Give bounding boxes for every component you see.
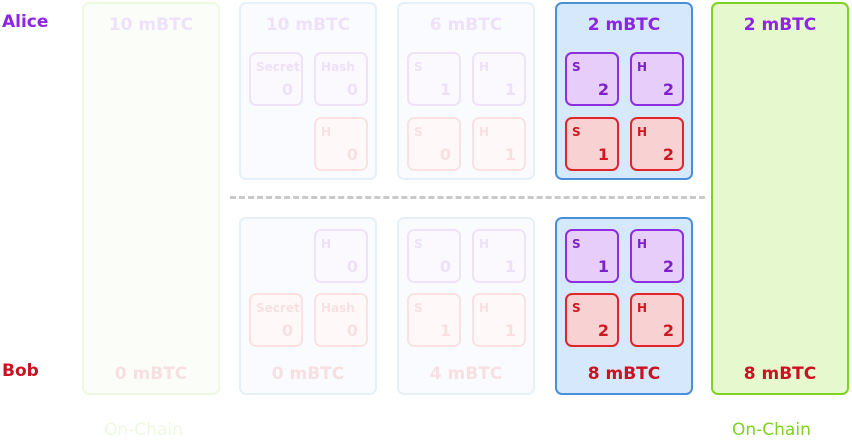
state-1-bob-panel: H 0 Secret 0 Hash 0 0 mBTC: [239, 217, 377, 395]
card-label: S: [414, 60, 423, 74]
state-1-alice-card-2: Hash 0: [314, 52, 368, 106]
state-2-bob-amount: 4 mBTC: [429, 364, 503, 384]
card-label: S: [414, 301, 423, 315]
state-2-alice-card-4: H 1: [472, 117, 526, 171]
card-label: H: [321, 237, 332, 251]
card-label: H: [637, 301, 648, 315]
card-value: 0: [281, 321, 293, 340]
onchain-left-caption: On-Chain: [104, 420, 183, 440]
onchain-left-bob-amount: 0 mBTC: [114, 364, 188, 384]
card-label: Hash: [321, 301, 355, 315]
state-1-bob-card-2: H 0: [314, 229, 368, 283]
state-3-bob-panel: S 1 H 2 S 2 H 2 8 mBTC: [555, 217, 693, 395]
state-3-bob-card-3: S 2: [565, 293, 619, 347]
card-label: S: [572, 125, 581, 139]
card-value: 1: [439, 80, 451, 99]
state-1-alice-amount: 10 mBTC: [265, 15, 351, 35]
state-2-alice-amount: 6 mBTC: [429, 15, 503, 35]
card-value: 2: [597, 321, 609, 340]
state-3-bob-card-1: S 1: [565, 229, 619, 283]
card-label: H: [321, 125, 332, 139]
card-value: 1: [504, 321, 516, 340]
state-3-alice-amount: 2 mBTC: [587, 15, 661, 35]
state-1-alice-card-1: Secret 0: [249, 52, 303, 106]
card-label: H: [637, 237, 648, 251]
state-3-alice-card-1: S 2: [565, 52, 619, 106]
card-value: 0: [439, 145, 451, 164]
onchain-left-panel: 10 mBTC 0 mBTC: [82, 2, 220, 395]
bob-label: Bob: [2, 361, 39, 381]
card-label: S: [414, 125, 423, 139]
state-2-alice-panel: 6 mBTC S 1 H 1 S 0 H 1: [397, 2, 535, 180]
card-label: S: [414, 237, 423, 251]
card-value: 1: [504, 257, 516, 276]
onchain-right-caption: On-Chain: [732, 420, 811, 440]
card-value: 0: [346, 145, 358, 164]
card-label: H: [479, 60, 490, 74]
card-label: Hash: [321, 60, 355, 74]
card-value: 2: [597, 80, 609, 99]
state-3-alice-card-4: H 2: [630, 117, 684, 171]
state-2-alice-card-1: S 1: [407, 52, 461, 106]
card-value: 1: [597, 145, 609, 164]
party-divider: [230, 196, 705, 199]
card-label: Secret: [256, 60, 300, 74]
card-label: H: [637, 60, 648, 74]
state-1-bob-amount: 0 mBTC: [271, 364, 345, 384]
card-label: S: [572, 237, 581, 251]
onchain-right-bob-amount: 8 mBTC: [743, 364, 817, 384]
state-2-bob-card-2: H 1: [472, 229, 526, 283]
state-3-alice-card-2: H 2: [630, 52, 684, 106]
card-value: 0: [346, 257, 358, 276]
card-value: 2: [662, 80, 674, 99]
state-2-alice-card-2: H 1: [472, 52, 526, 106]
state-3-bob-card-2: H 2: [630, 229, 684, 283]
card-value: 1: [439, 321, 451, 340]
card-value: 0: [281, 80, 293, 99]
state-2-bob-card-4: H 1: [472, 293, 526, 347]
card-value: 2: [662, 257, 674, 276]
card-value: 1: [504, 80, 516, 99]
state-2-bob-card-3: S 1: [407, 293, 461, 347]
card-label: H: [637, 125, 648, 139]
state-1-alice-panel: 10 mBTC Secret 0 Hash 0 H 0: [239, 2, 377, 180]
state-2-bob-panel: S 0 H 1 S 1 H 1 4 mBTC: [397, 217, 535, 395]
onchain-right-alice-amount: 2 mBTC: [743, 15, 817, 35]
state-3-alice-card-3: S 1: [565, 117, 619, 171]
state-1-alice-card-4: H 0: [314, 117, 368, 171]
card-value: 0: [346, 80, 358, 99]
alice-label: Alice: [2, 12, 49, 32]
card-value: 0: [346, 321, 358, 340]
state-2-bob-card-1: S 0: [407, 229, 461, 283]
card-value: 1: [504, 145, 516, 164]
card-value: 0: [439, 257, 451, 276]
card-label: H: [479, 237, 490, 251]
card-label: S: [572, 301, 581, 315]
card-value: 1: [597, 257, 609, 276]
card-label: Secret: [256, 301, 300, 315]
onchain-right-panel: 2 mBTC 8 mBTC: [711, 2, 849, 395]
card-label: S: [572, 60, 581, 74]
card-label: H: [479, 301, 490, 315]
card-value: 2: [662, 145, 674, 164]
state-2-alice-card-3: S 0: [407, 117, 461, 171]
state-3-bob-card-4: H 2: [630, 293, 684, 347]
card-value: 2: [662, 321, 674, 340]
onchain-left-alice-amount: 10 mBTC: [108, 15, 194, 35]
state-3-bob-amount: 8 mBTC: [587, 364, 661, 384]
state-1-bob-card-4: Hash 0: [314, 293, 368, 347]
state-1-bob-card-3: Secret 0: [249, 293, 303, 347]
state-3-alice-panel: 2 mBTC S 2 H 2 S 1 H 2: [555, 2, 693, 180]
card-label: H: [479, 125, 490, 139]
